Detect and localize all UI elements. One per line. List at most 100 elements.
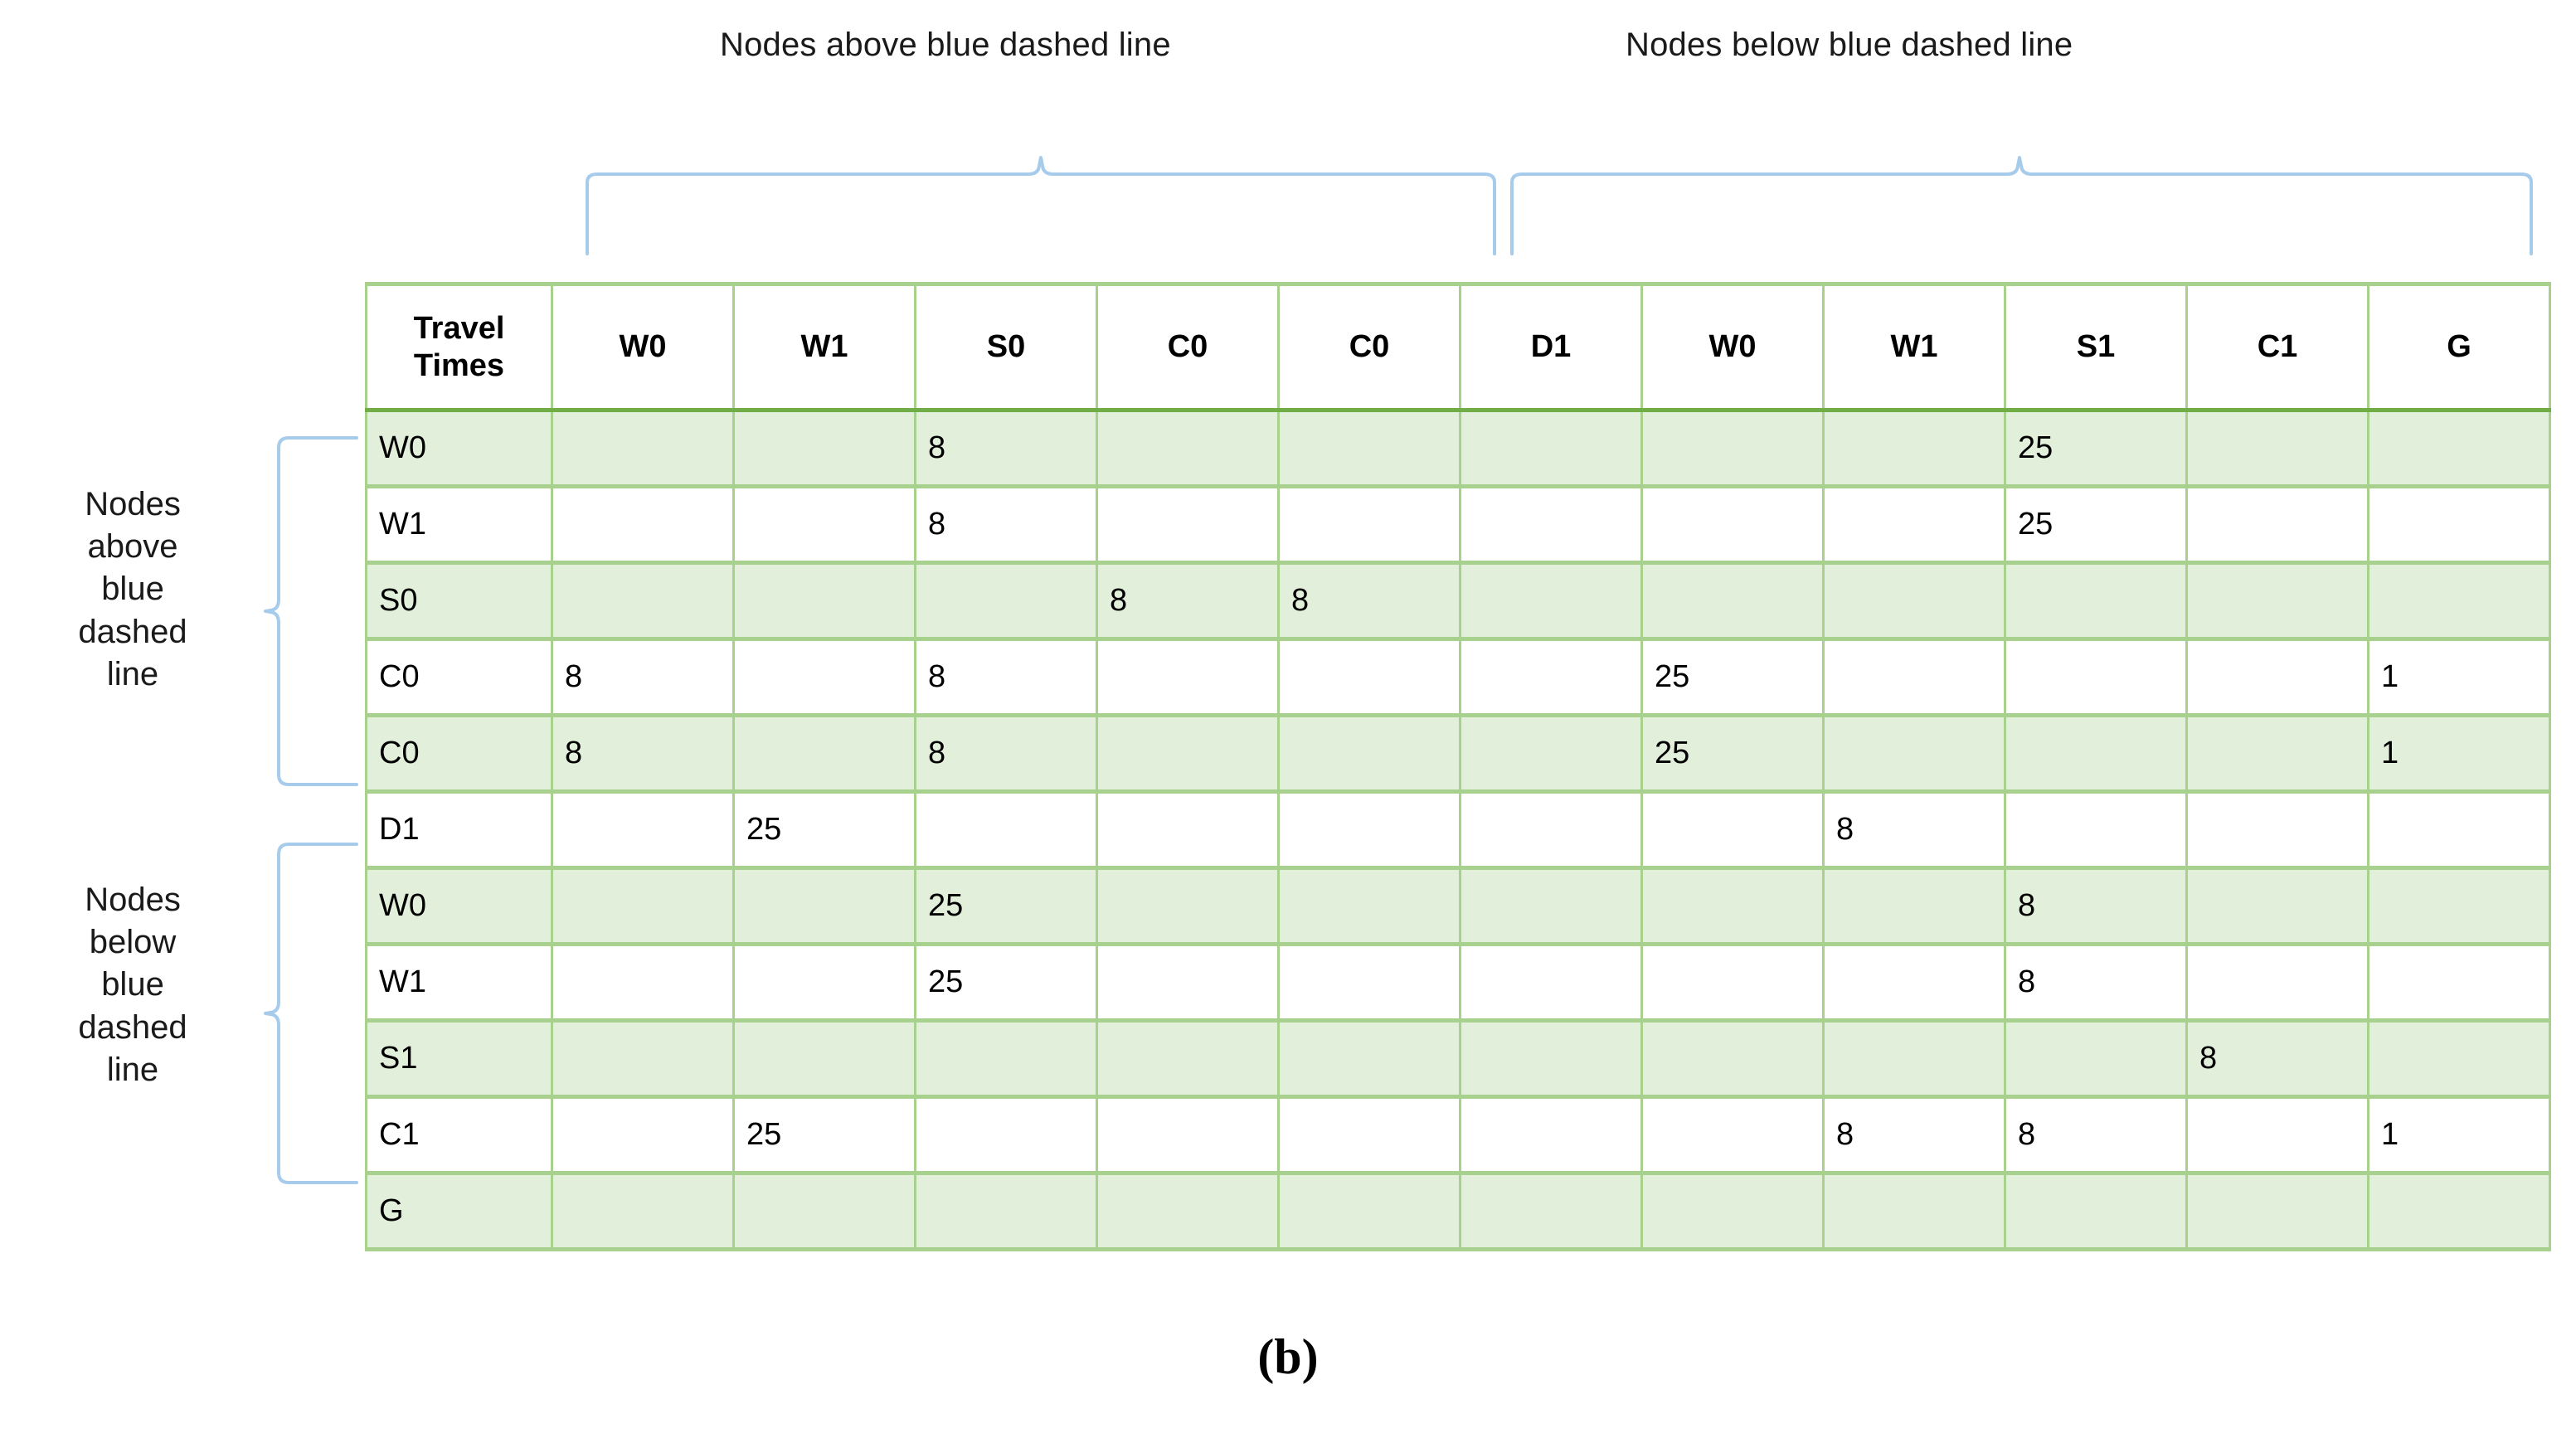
matrix-cell	[2367, 943, 2551, 1022]
matrix-row-header: W1	[365, 943, 553, 1022]
matrix-row-header: W0	[365, 866, 553, 946]
matrix-cell	[2185, 790, 2369, 869]
matrix-cell	[551, 1171, 735, 1251]
matrix-cell	[2367, 485, 2551, 564]
column-group-brace-above-icon	[586, 156, 1496, 255]
matrix-cell	[914, 1018, 1098, 1099]
matrix-cell	[732, 408, 916, 488]
matrix-cell	[551, 1018, 735, 1099]
matrix-cell	[732, 866, 916, 946]
matrix-cell	[1096, 943, 1280, 1022]
matrix-cell: 1	[2367, 1095, 2551, 1174]
matrix-cell	[1822, 408, 2006, 488]
matrix-cell: 25	[732, 1095, 916, 1174]
matrix-column-header: G	[2367, 282, 2551, 412]
row-group-label-above-line2: above	[87, 528, 178, 566]
matrix-cell	[1640, 943, 1825, 1022]
matrix-row-header: C1	[365, 1095, 553, 1174]
matrix-cell	[2367, 866, 2551, 946]
matrix-cell	[2004, 638, 2188, 716]
matrix-column-header: W1	[732, 282, 916, 412]
matrix-cell: 25	[1640, 713, 1825, 794]
matrix-cell: 25	[732, 790, 916, 869]
matrix-cell	[1640, 1095, 1825, 1174]
matrix-cell	[551, 408, 735, 488]
matrix-cell	[1459, 790, 1643, 869]
matrix-row-header: C0	[365, 713, 553, 794]
row-group-label-below-line4: dashed	[78, 1008, 187, 1046]
matrix-cell	[2004, 1171, 2188, 1251]
matrix-cell	[1277, 866, 1461, 946]
matrix-cell	[2185, 866, 2369, 946]
matrix-cell: 8	[2004, 866, 2188, 946]
matrix-cell	[914, 561, 1098, 641]
matrix-cell	[1822, 713, 2006, 794]
matrix-cell	[1640, 1018, 1825, 1099]
matrix-cell	[2185, 943, 2369, 1022]
matrix-cell	[1822, 866, 2006, 946]
matrix-cell	[551, 790, 735, 869]
matrix-cell: 1	[2367, 638, 2551, 716]
matrix-cell	[2367, 790, 2551, 869]
matrix-cell	[1096, 1171, 1280, 1251]
matrix-cell	[1096, 866, 1280, 946]
matrix-cell: 8	[1822, 1095, 2006, 1174]
matrix-cell: 25	[914, 866, 1098, 946]
matrix-cell	[2367, 1171, 2551, 1251]
matrix-cell: 25	[914, 943, 1098, 1022]
matrix-cell	[1822, 561, 2006, 641]
matrix-cell: 1	[2367, 713, 2551, 794]
matrix-cell	[732, 1018, 916, 1099]
matrix-cell	[1459, 408, 1643, 488]
matrix-cell	[2367, 408, 2551, 488]
matrix-cell	[1277, 713, 1461, 794]
row-group-label-above-line4: dashed	[78, 613, 187, 650]
matrix-cell	[1277, 1171, 1461, 1251]
matrix-cell	[2185, 1171, 2369, 1251]
matrix-cell	[1640, 561, 1825, 641]
matrix-cell	[1822, 638, 2006, 716]
matrix-cell	[1459, 1018, 1643, 1099]
matrix-column-header: D1	[1459, 282, 1643, 412]
matrix-cell	[2185, 561, 2369, 641]
matrix-row-header: C0	[365, 638, 553, 716]
matrix-cell	[2185, 713, 2369, 794]
matrix-cell: 8	[551, 713, 735, 794]
matrix-row-header: W0	[365, 408, 553, 488]
matrix-cell	[551, 866, 735, 946]
matrix-column-header: S0	[914, 282, 1098, 412]
matrix-cell: 25	[2004, 408, 2188, 488]
matrix-cell	[1096, 1018, 1280, 1099]
row-group-label-above-line1: Nodes	[85, 486, 181, 522]
matrix-cell	[551, 561, 735, 641]
row-group-label-below-line3: blue	[101, 966, 164, 1003]
matrix-cell	[1822, 1171, 2006, 1251]
matrix-corner-header: Travel Times	[365, 282, 553, 412]
matrix-cell	[732, 485, 916, 564]
matrix-row: W0 25 8	[365, 866, 2551, 946]
matrix-cell	[1277, 790, 1461, 869]
row-group-label-below-line1: Nodes	[85, 882, 181, 918]
matrix-cell	[1096, 408, 1280, 488]
matrix-cell	[1459, 1095, 1643, 1174]
column-group-label-above: Nodes above blue dashed line	[720, 27, 1171, 63]
matrix-cell	[1640, 485, 1825, 564]
matrix-cell	[1277, 943, 1461, 1022]
matrix-cell	[732, 943, 916, 1022]
matrix-cell	[914, 790, 1098, 869]
matrix-cell	[1640, 866, 1825, 946]
matrix-cell	[1640, 790, 1825, 869]
matrix-cell	[2004, 561, 2188, 641]
matrix-cell	[1096, 790, 1280, 869]
matrix-column-header: C1	[2185, 282, 2369, 412]
matrix-cell	[2185, 408, 2369, 488]
matrix-cell	[551, 485, 735, 564]
matrix-cell	[1459, 561, 1643, 641]
